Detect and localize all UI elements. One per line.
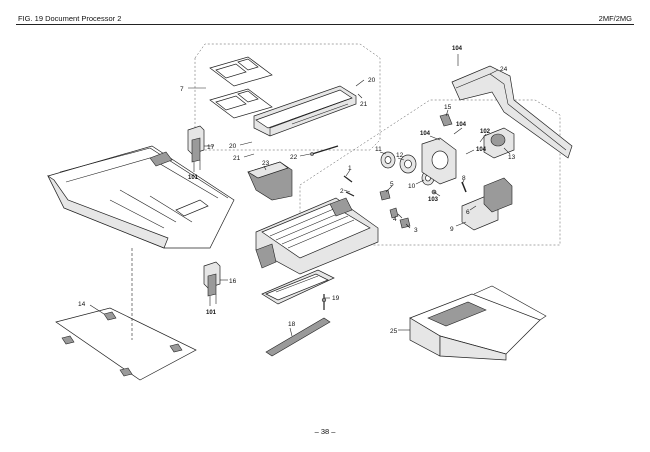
callout-25: 25 [390,328,398,335]
part-drive-unit [421,113,457,185]
callout-11: 11 [375,146,382,153]
callout-23: 23 [262,160,270,167]
callout-10: 10 [408,183,416,190]
callout-18: 18 [288,321,296,328]
callout-2: 2 [340,188,344,195]
callout-9: 9 [450,226,454,233]
callout-21-upper: 21 [360,101,368,108]
callout-104-right: 104 [476,147,487,153]
callout-20-lower: 20 [229,143,237,150]
figure-title: FIG. 19 Document Processor 2 [18,14,122,23]
callout-20-upper: 20 [368,77,376,84]
part-18-bar [265,317,331,357]
part-main-frame [255,197,379,275]
callout-5: 5 [390,181,394,188]
callout-24: 24 [500,66,508,73]
group-outline-upper [194,43,381,151]
callout-16: 16 [229,278,237,285]
callout-103: 103 [428,197,439,203]
callout-12: 12 [396,152,404,159]
part-6-bracket [461,177,513,231]
part-lower-guide [261,269,335,305]
callout-104-mid: 104 [456,122,467,128]
callout-8: 8 [462,175,466,182]
callout-21-lower: 21 [233,155,241,162]
callout-22: 22 [290,154,298,161]
part-19-pin [321,294,327,310]
callout-3: 3 [414,227,418,234]
callout-14: 14 [78,301,86,308]
part-cover-upper [253,85,357,137]
callout-19: 19 [332,295,340,302]
callout-104-left: 104 [420,131,431,137]
header-rule [16,24,634,25]
page-number: – 38 – [314,427,336,436]
callout-101-upper: 101 [188,175,199,181]
group-outline-right [299,99,561,246]
callout-4: 4 [393,216,397,223]
callout-7: 7 [180,86,184,93]
callout-101-lower: 101 [206,310,217,316]
callout-17: 17 [207,144,215,151]
callout-104-top: 104 [452,46,463,52]
part-23-cover [247,161,293,201]
model-code: 2MF/2MG [598,14,632,23]
part-25-output-tray [409,285,547,361]
callout-102: 102 [480,129,491,135]
part-7-sheets [209,56,273,119]
part-24-arm [451,65,573,159]
callout-6: 6 [466,209,470,216]
callout-13: 13 [508,154,516,161]
leader-lines [89,54,511,340]
part-14-panel [55,307,197,381]
part-16-bracket [203,261,221,306]
callout-1: 1 [348,165,352,172]
callout-15: 15 [444,104,452,111]
part-22-rod [310,145,339,156]
part-document-tray [47,145,235,249]
part-17-bracket [187,125,205,172]
